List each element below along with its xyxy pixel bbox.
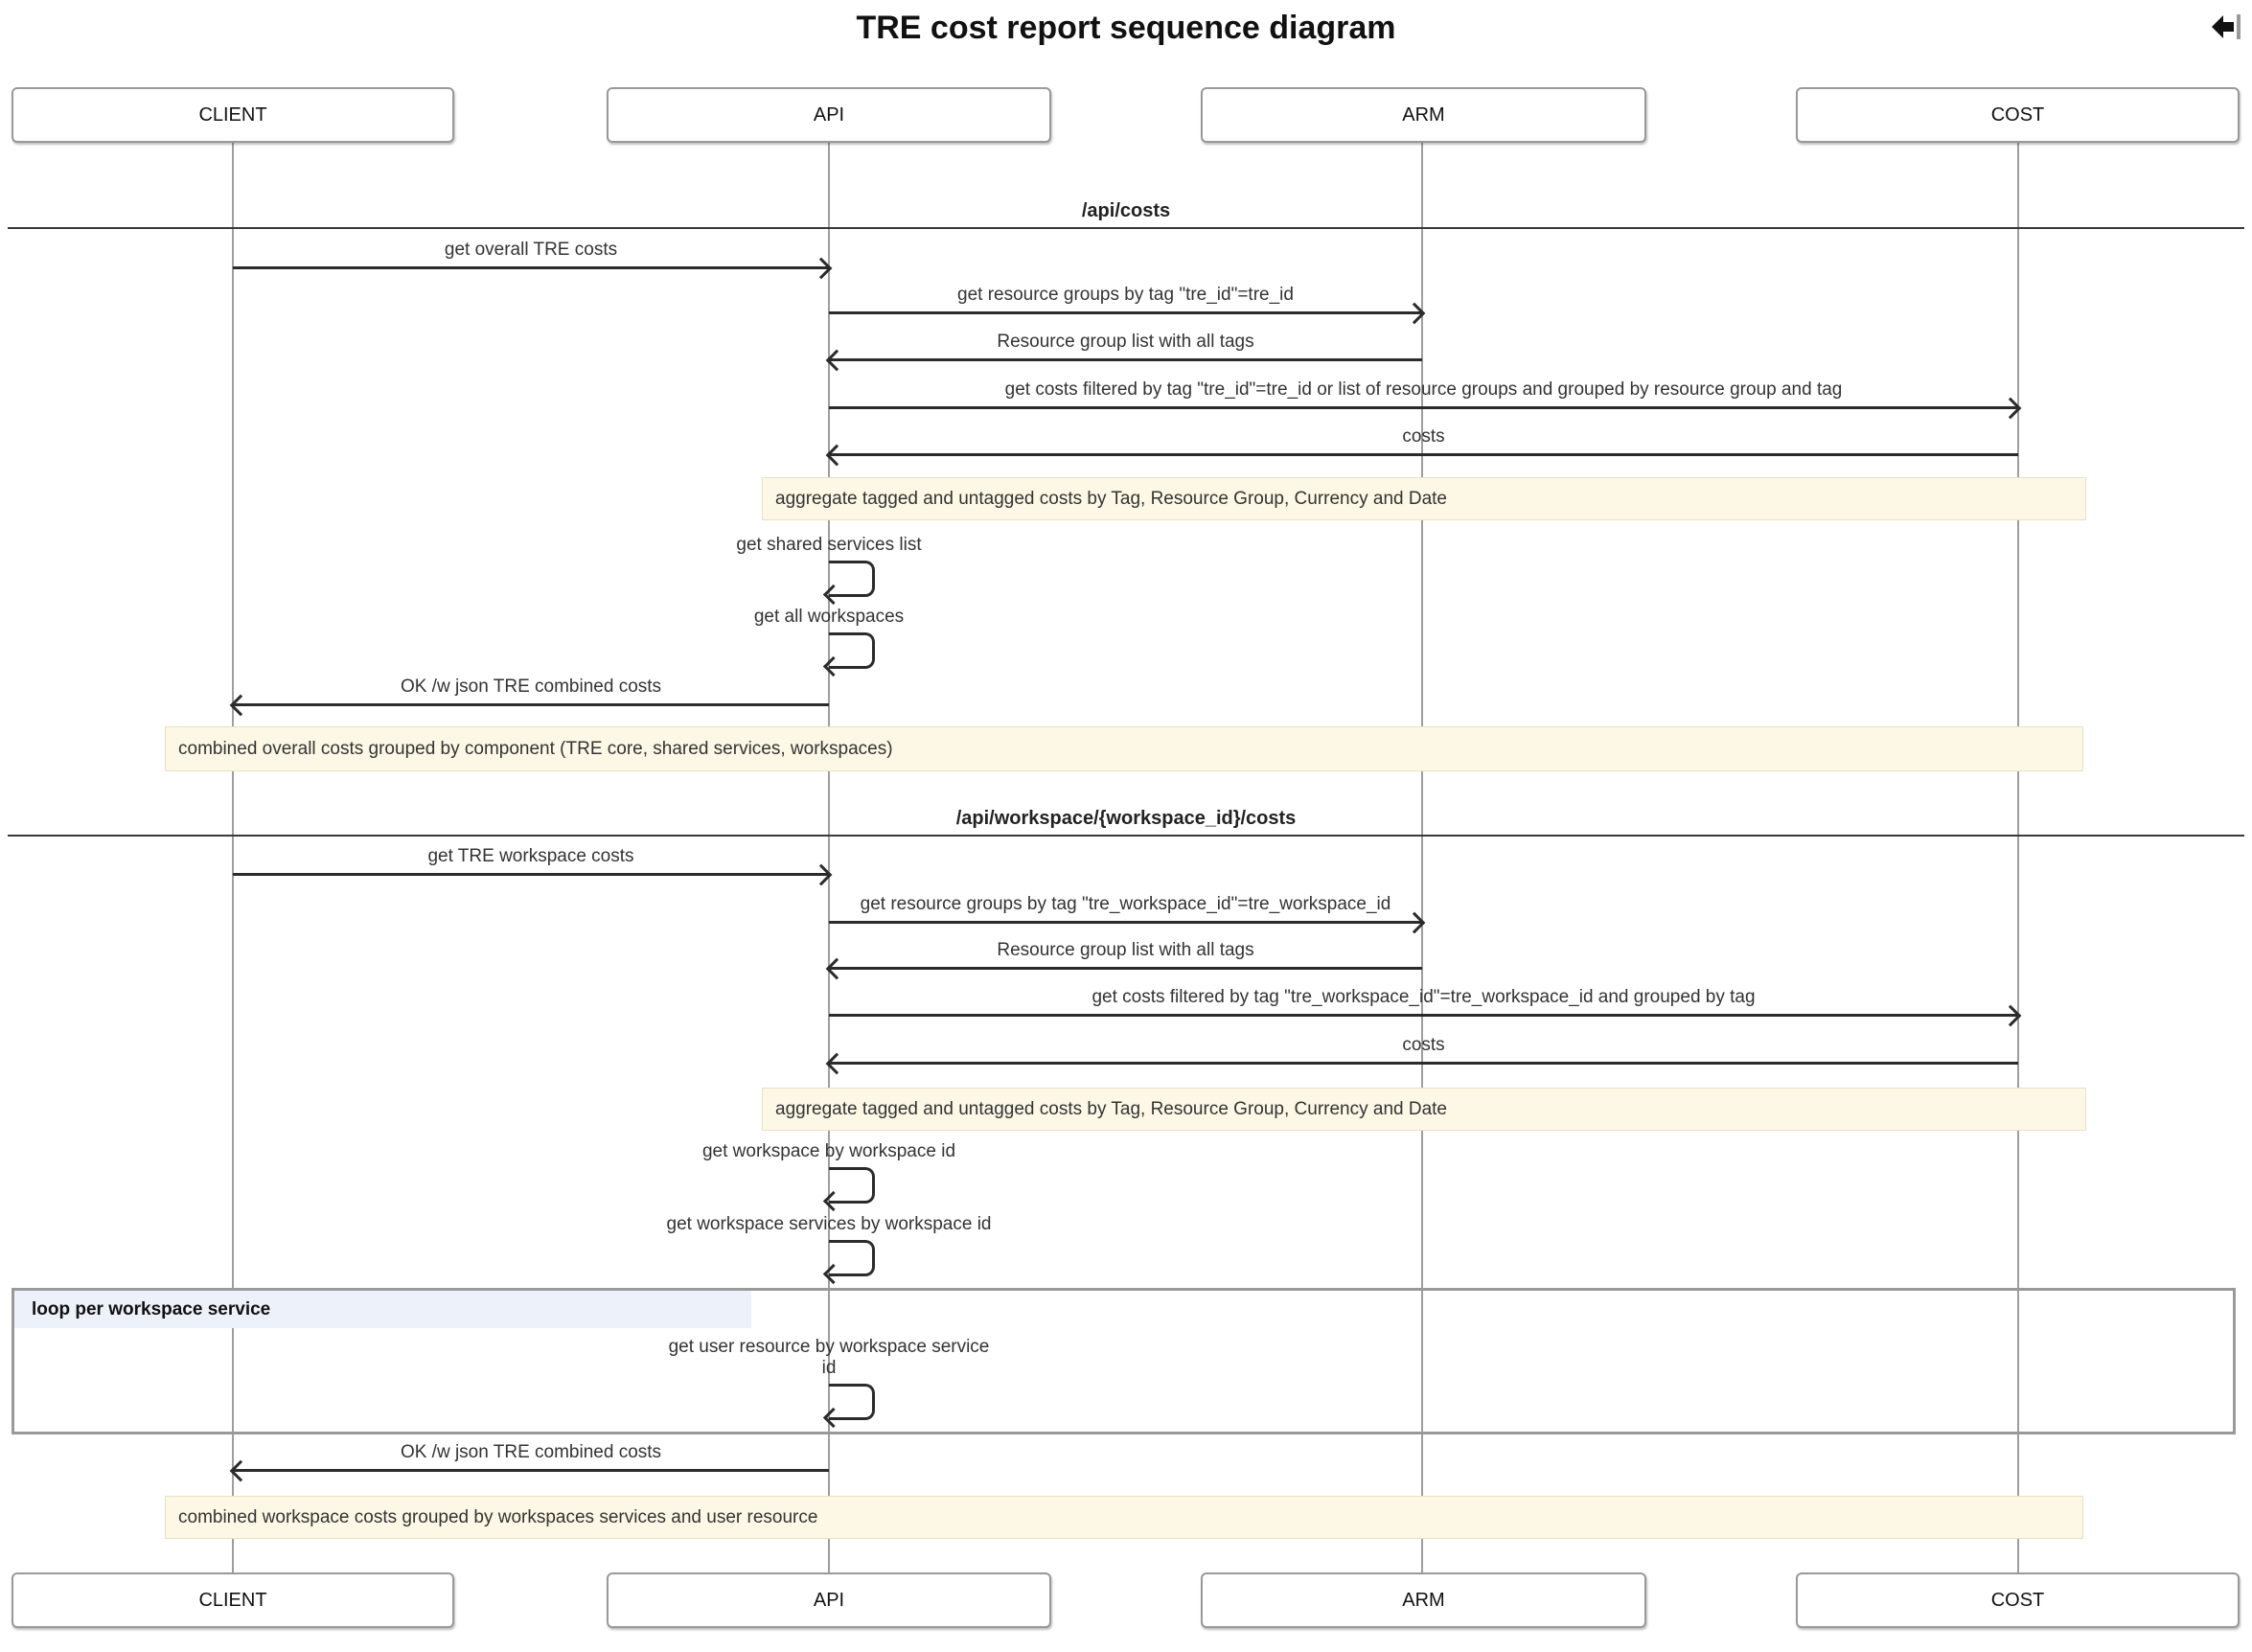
actor-cost-bottom: COST (1796, 1572, 2240, 1628)
arrow-left (829, 358, 1422, 361)
actor-api-bottom: API (607, 1572, 1051, 1628)
section-divider-api-costs: /api/costs (8, 200, 2244, 229)
message-get-tre-workspace-costs: get TRE workspace costs (233, 846, 829, 876)
message-label: get workspace services by workspace id (666, 1214, 992, 1234)
self-message-get-user-resource: get user resource by workspace service i… (669, 1337, 989, 1429)
message-label: get overall TRE costs (444, 240, 618, 260)
message-label: get resource groups by tag "tre_workspac… (860, 894, 1391, 914)
arrow-right (829, 1014, 2018, 1017)
lifeline-cost (2017, 143, 2019, 1572)
self-arrow-loop (822, 1384, 875, 1429)
self-message-get-all-workspaces: get all workspaces (754, 607, 904, 677)
arrow-left (829, 453, 2018, 456)
arrow-left (822, 1263, 844, 1285)
self-message-get-workspace-by-id: get workspace by workspace id (702, 1141, 955, 1212)
arrow-left (829, 1062, 2018, 1065)
loop-frame: loop per workspace service (11, 1288, 2236, 1434)
section-label: /api/workspace/{workspace_id}/costs (955, 808, 1297, 829)
arrow-left (822, 584, 844, 606)
message-ok-json-combined-costs-2: OK /w json TRE combined costs (233, 1442, 829, 1472)
actor-client-top: CLIENT (11, 87, 454, 143)
arrow-right (233, 873, 829, 876)
message-label: get costs filtered by tag "tre_workspace… (1092, 987, 1756, 1007)
message-label: get TRE workspace costs (427, 846, 634, 866)
actor-cost-top: COST (1796, 87, 2240, 143)
note-combined-workspace-costs: combined workspace costs grouped by work… (165, 1496, 2083, 1539)
self-arrow-loop (822, 632, 875, 677)
self-arrow-loop (822, 1167, 875, 1212)
diagram-title: TRE cost report sequence diagram (856, 10, 1396, 46)
collapse-left-icon[interactable] (2210, 11, 2242, 42)
lifeline-client (232, 143, 234, 1572)
message-label: get costs filtered by tag "tre_id"=tre_i… (1004, 379, 1843, 400)
actor-arm-bottom: ARM (1201, 1572, 1646, 1628)
message-get-overall-tre-costs: get overall TRE costs (233, 240, 829, 269)
message-resource-group-list: Resource group list with all tags (829, 332, 1422, 361)
message-resource-group-list-2: Resource group list with all tags (829, 940, 1422, 970)
lifeline-api (828, 143, 830, 1572)
message-label: get all workspaces (753, 607, 905, 627)
message-label: get workspace by workspace id (701, 1141, 956, 1161)
loop-label: loop per workspace service (14, 1291, 751, 1328)
actor-client-bottom: CLIENT (11, 1572, 454, 1628)
actor-api-top: API (607, 87, 1051, 143)
arrow-left (822, 1190, 844, 1212)
arrow-right (829, 406, 2018, 409)
message-label: Resource group list with all tags (997, 332, 1254, 352)
lifeline-arm (1421, 143, 1423, 1572)
message-label: get user resource by workspace service i… (669, 1337, 990, 1379)
self-arrow-loop (822, 561, 875, 606)
message-get-resource-groups-tre-id: get resource groups by tag "tre_id"=tre_… (829, 285, 1422, 314)
section-label: /api/costs (1081, 200, 1171, 221)
message-costs-2: costs (829, 1035, 2018, 1065)
section-divider-workspace-costs: /api/workspace/{workspace_id}/costs (8, 808, 2244, 837)
arrow-right (233, 266, 829, 269)
message-label: OK /w json TRE combined costs (400, 677, 662, 697)
self-arrow-loop (822, 1240, 875, 1285)
message-label: get shared services list (736, 535, 922, 555)
message-label: costs (1402, 426, 1445, 447)
message-label: OK /w json TRE combined costs (400, 1442, 662, 1462)
message-costs-1: costs (829, 426, 2018, 456)
arrow-left (233, 1469, 829, 1472)
message-get-costs-filtered-tre-id: get costs filtered by tag "tre_id"=tre_i… (829, 379, 2018, 409)
arrow-right (829, 921, 1422, 924)
message-ok-json-combined-costs-1: OK /w json TRE combined costs (233, 677, 829, 706)
actor-arm-top: ARM (1201, 87, 1646, 143)
arrow-left (233, 703, 829, 706)
message-label: Resource group list with all tags (997, 940, 1254, 960)
message-label-line1: get user resource by workspace service (668, 1337, 990, 1357)
arrow-left (829, 967, 1422, 970)
arrow-left (822, 655, 844, 677)
arrow-right (829, 311, 1422, 314)
self-message-get-shared-services: get shared services list (736, 535, 922, 606)
message-label: costs (1402, 1035, 1445, 1055)
message-label-line2: id (821, 1358, 837, 1378)
note-aggregate-costs-2: aggregate tagged and untagged costs by T… (762, 1088, 2086, 1131)
self-message-get-workspace-services: get workspace services by workspace id (667, 1214, 991, 1285)
note-aggregate-costs-1: aggregate tagged and untagged costs by T… (762, 477, 2086, 520)
message-label: get resource groups by tag "tre_id"=tre_… (957, 285, 1294, 305)
note-combined-overall-costs: combined overall costs grouped by compon… (165, 726, 2083, 771)
message-get-resource-groups-workspace-id: get resource groups by tag "tre_workspac… (829, 894, 1422, 924)
message-get-costs-filtered-workspace-id: get costs filtered by tag "tre_workspace… (829, 987, 2018, 1017)
